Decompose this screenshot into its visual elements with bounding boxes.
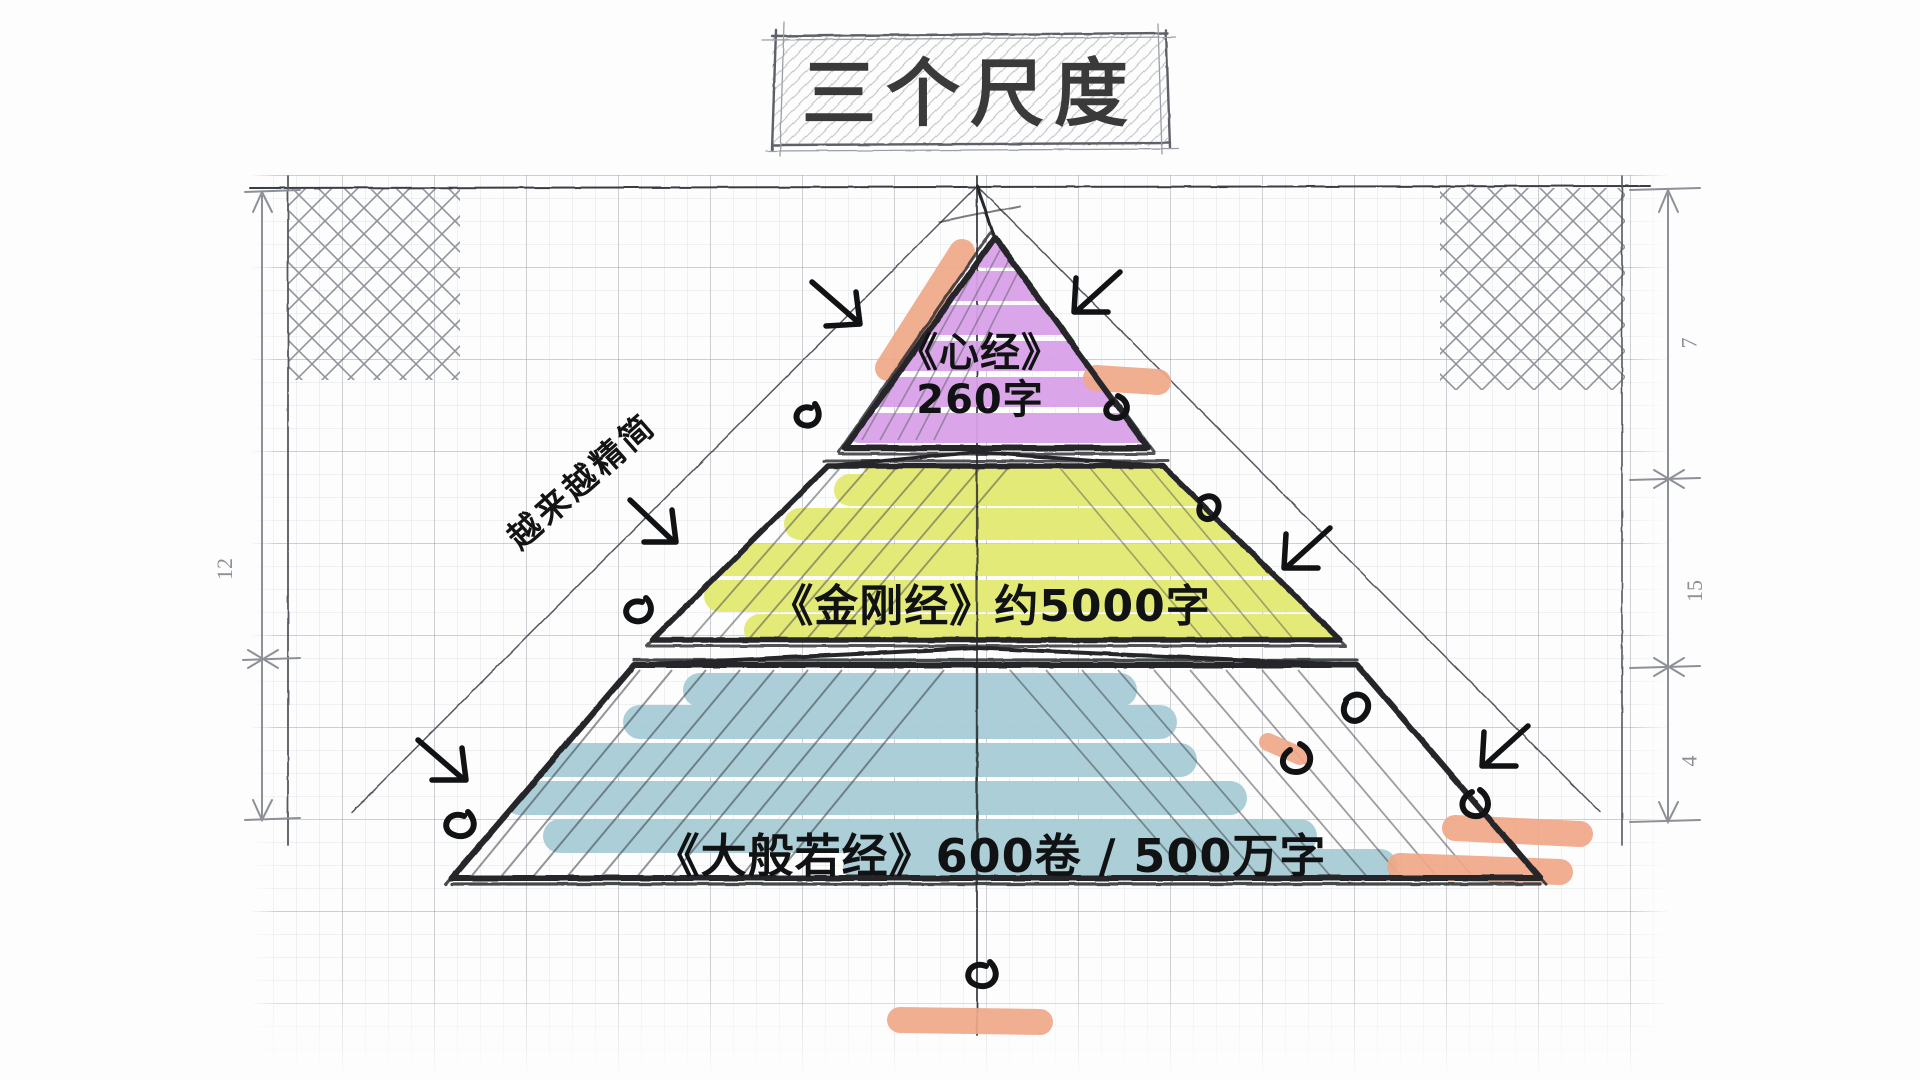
arrow-mid-left [627,497,679,545]
orange-accents [875,239,1593,1035]
top-sutra-name: 《心经》 [898,330,1062,376]
title-frame [761,21,1179,157]
top-sutra-amount: 260字 [916,377,1044,424]
dimension-label-right-mid: 15 [1682,580,1707,602]
arrow-annotations [415,269,1531,783]
corner-hatch-right [1440,188,1625,390]
page-title: 三个尺度 [770,28,1170,146]
arrow-bottom-right [1479,723,1531,769]
arrow-bottom-left [415,737,469,783]
arrow-top-left [809,279,863,329]
middle-layer-fill [684,466,1340,640]
brush-squiggles [443,393,1491,989]
bottom-layer-fill [469,669,1475,878]
pyramid-layer-bottom-label: 《大般若经》600卷 / 500万字 [653,829,1327,883]
pyramid-layer-middle-label: 《金刚经》约5000字 [769,581,1211,632]
pyramid-layer-top-label: 《心经》 260字 [810,330,1150,424]
dimension-label-right-top: 7 [1676,337,1702,349]
arrow-top-right [1071,269,1123,315]
dimension-right [1629,187,1701,825]
dimension-label-left-overall: 12 [212,558,237,580]
title-label: 三个尺度 [802,50,1138,137]
arrow-mid-right [1281,525,1333,571]
dimension-label-right-bottom: 4 [1676,755,1702,767]
pyramid-outline [444,184,1548,886]
corner-hatch-left [288,188,460,380]
dimension-left [242,189,301,823]
